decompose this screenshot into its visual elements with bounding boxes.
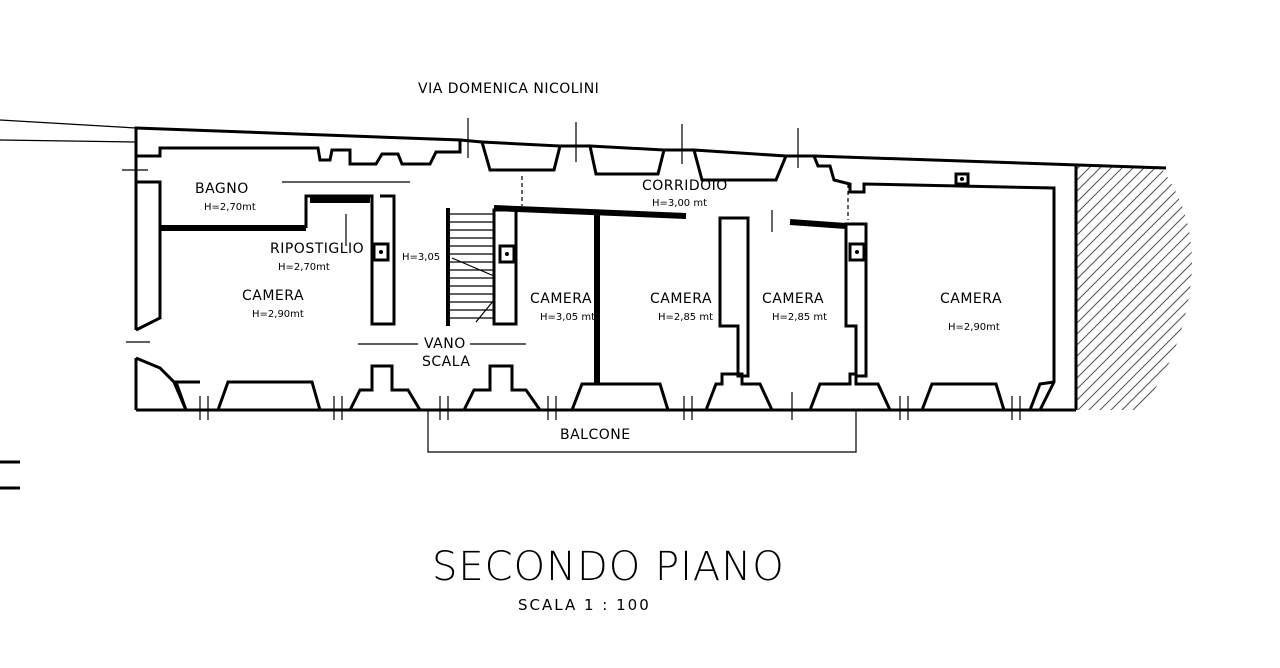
room-height-camera-3: H=2,85 mt xyxy=(658,312,713,323)
balcone-label: BALCONE xyxy=(560,427,631,443)
room-name-camera-3: CAMERA xyxy=(650,291,712,307)
room-name-camera-2: CAMERA xyxy=(530,291,592,307)
street-name: VIA DOMENICA NICOLINI xyxy=(418,81,599,97)
thin-lines xyxy=(122,118,849,420)
room-name-ripostiglio: RIPOSTIGLIO xyxy=(270,241,364,257)
room-height-bagno: H=2,70mt xyxy=(204,202,256,213)
room-name-corridoio: CORRIDOIO xyxy=(642,178,728,194)
room-name-camera-5: CAMERA xyxy=(940,291,1002,307)
wall-ticks xyxy=(199,396,1021,420)
drawing-title: SECONDO PIANO xyxy=(432,544,785,590)
balcone xyxy=(427,410,857,453)
room-height-camera-1: H=2,90mt xyxy=(252,309,304,320)
room-height-ripostiglio: H=2,70mt xyxy=(278,262,330,273)
exterior-walls xyxy=(134,126,1167,412)
room-name-camera-1: CAMERA xyxy=(242,288,304,304)
drawing-scale: SCALA 1 : 100 xyxy=(518,596,651,614)
stair-height: H=3,05 xyxy=(402,252,440,263)
room-name-camera-4: CAMERA xyxy=(762,291,824,307)
adjacent-building-hatch xyxy=(1074,166,1192,410)
vano-scala-line2: SCALA xyxy=(422,354,470,370)
staircase xyxy=(446,208,518,326)
labels: VIA DOMENICA NICOLINI BAGNO H=2,70mt RIP… xyxy=(195,81,1002,614)
room-height-camera-2: H=3,05 mt xyxy=(540,312,595,323)
room-name-bagno: BAGNO xyxy=(195,181,249,197)
interior-walls xyxy=(160,172,970,384)
room-height-corridoio: H=3,00 mt xyxy=(652,198,707,209)
site-lines xyxy=(0,119,137,490)
vano-scala-line1: VANO xyxy=(424,336,466,352)
room-height-camera-5: H=2,90mt xyxy=(948,322,1000,333)
room-height-camera-4: H=2,85 mt xyxy=(772,312,827,323)
